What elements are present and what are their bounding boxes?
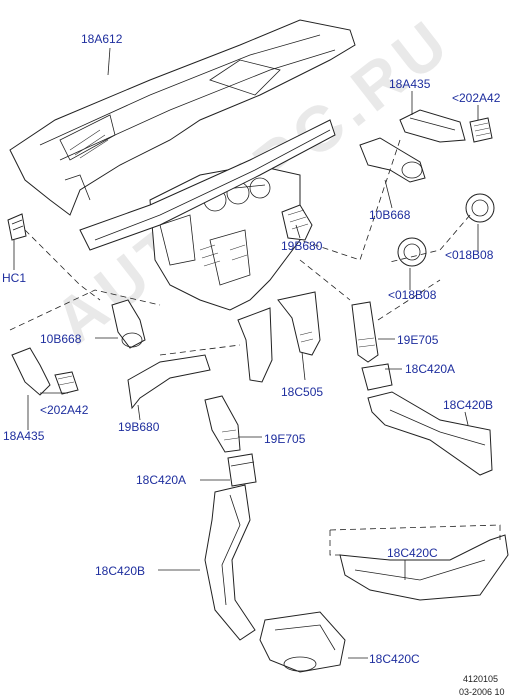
round-vent-a [465,193,495,223]
label-19e705-right: 19E705 [397,333,439,347]
drawing-number: 4120105 [463,674,499,684]
label-18a612: 18A612 [81,32,123,46]
leader-lines [13,47,479,659]
round-vent-b [397,237,427,267]
label-202a42-left: <202A42 [40,403,89,417]
duct-18c420a-right [361,363,393,391]
duct-19e705-right [351,301,379,363]
duct-19b680-mid [281,204,313,241]
label-19b680-mid: 19B680 [281,239,323,253]
clip-hc1 [7,213,27,241]
duct-19b680-left [127,354,211,410]
duct-19e705-left [204,395,241,453]
duct-18c420c-mid [339,534,509,601]
duct-18c420b-left [204,484,256,641]
vent-duct-left [11,347,79,396]
label-18a435-top: 18A435 [389,77,431,91]
vent-duct-top-right [399,109,493,143]
date-code: 03-2006 10 [459,687,505,697]
label-19e705-left: 19E705 [264,432,306,446]
duct-10b668-right [359,137,426,183]
duct-10b668-left [111,299,146,349]
label-18c420b-left: 18C420B [95,564,146,578]
duct-18c505 [237,291,321,383]
label-018b08-b: <018B08 [388,288,437,302]
label-hc1: HC1 [2,271,27,285]
label-202a42-top: <202A42 [452,91,501,105]
label-18c420c-bottom: 18C420C [369,652,420,666]
label-19b680-left: 19B680 [118,420,160,434]
cross-car-beam [79,119,336,251]
label-18c420a-right: 18C420A [405,362,456,376]
label-18a435-left: 18A435 [3,429,45,443]
reference-lines [9,139,501,556]
label-18c420c-mid: 18C420C [387,546,438,560]
dashboard-panel [9,19,356,216]
label-18c505: 18C505 [281,385,324,399]
duct-18c420c-bottom [259,611,346,673]
duct-18c420a-left [227,453,257,487]
label-10b668-left: 10B668 [40,332,82,346]
duct-18c420b-right [367,391,493,476]
label-18c420a-left: 18C420A [136,473,187,487]
label-018b08-a: <018B08 [445,248,494,262]
label-18c420b-right: 18C420B [443,398,494,412]
label-10b668-right: 10B668 [369,208,411,222]
